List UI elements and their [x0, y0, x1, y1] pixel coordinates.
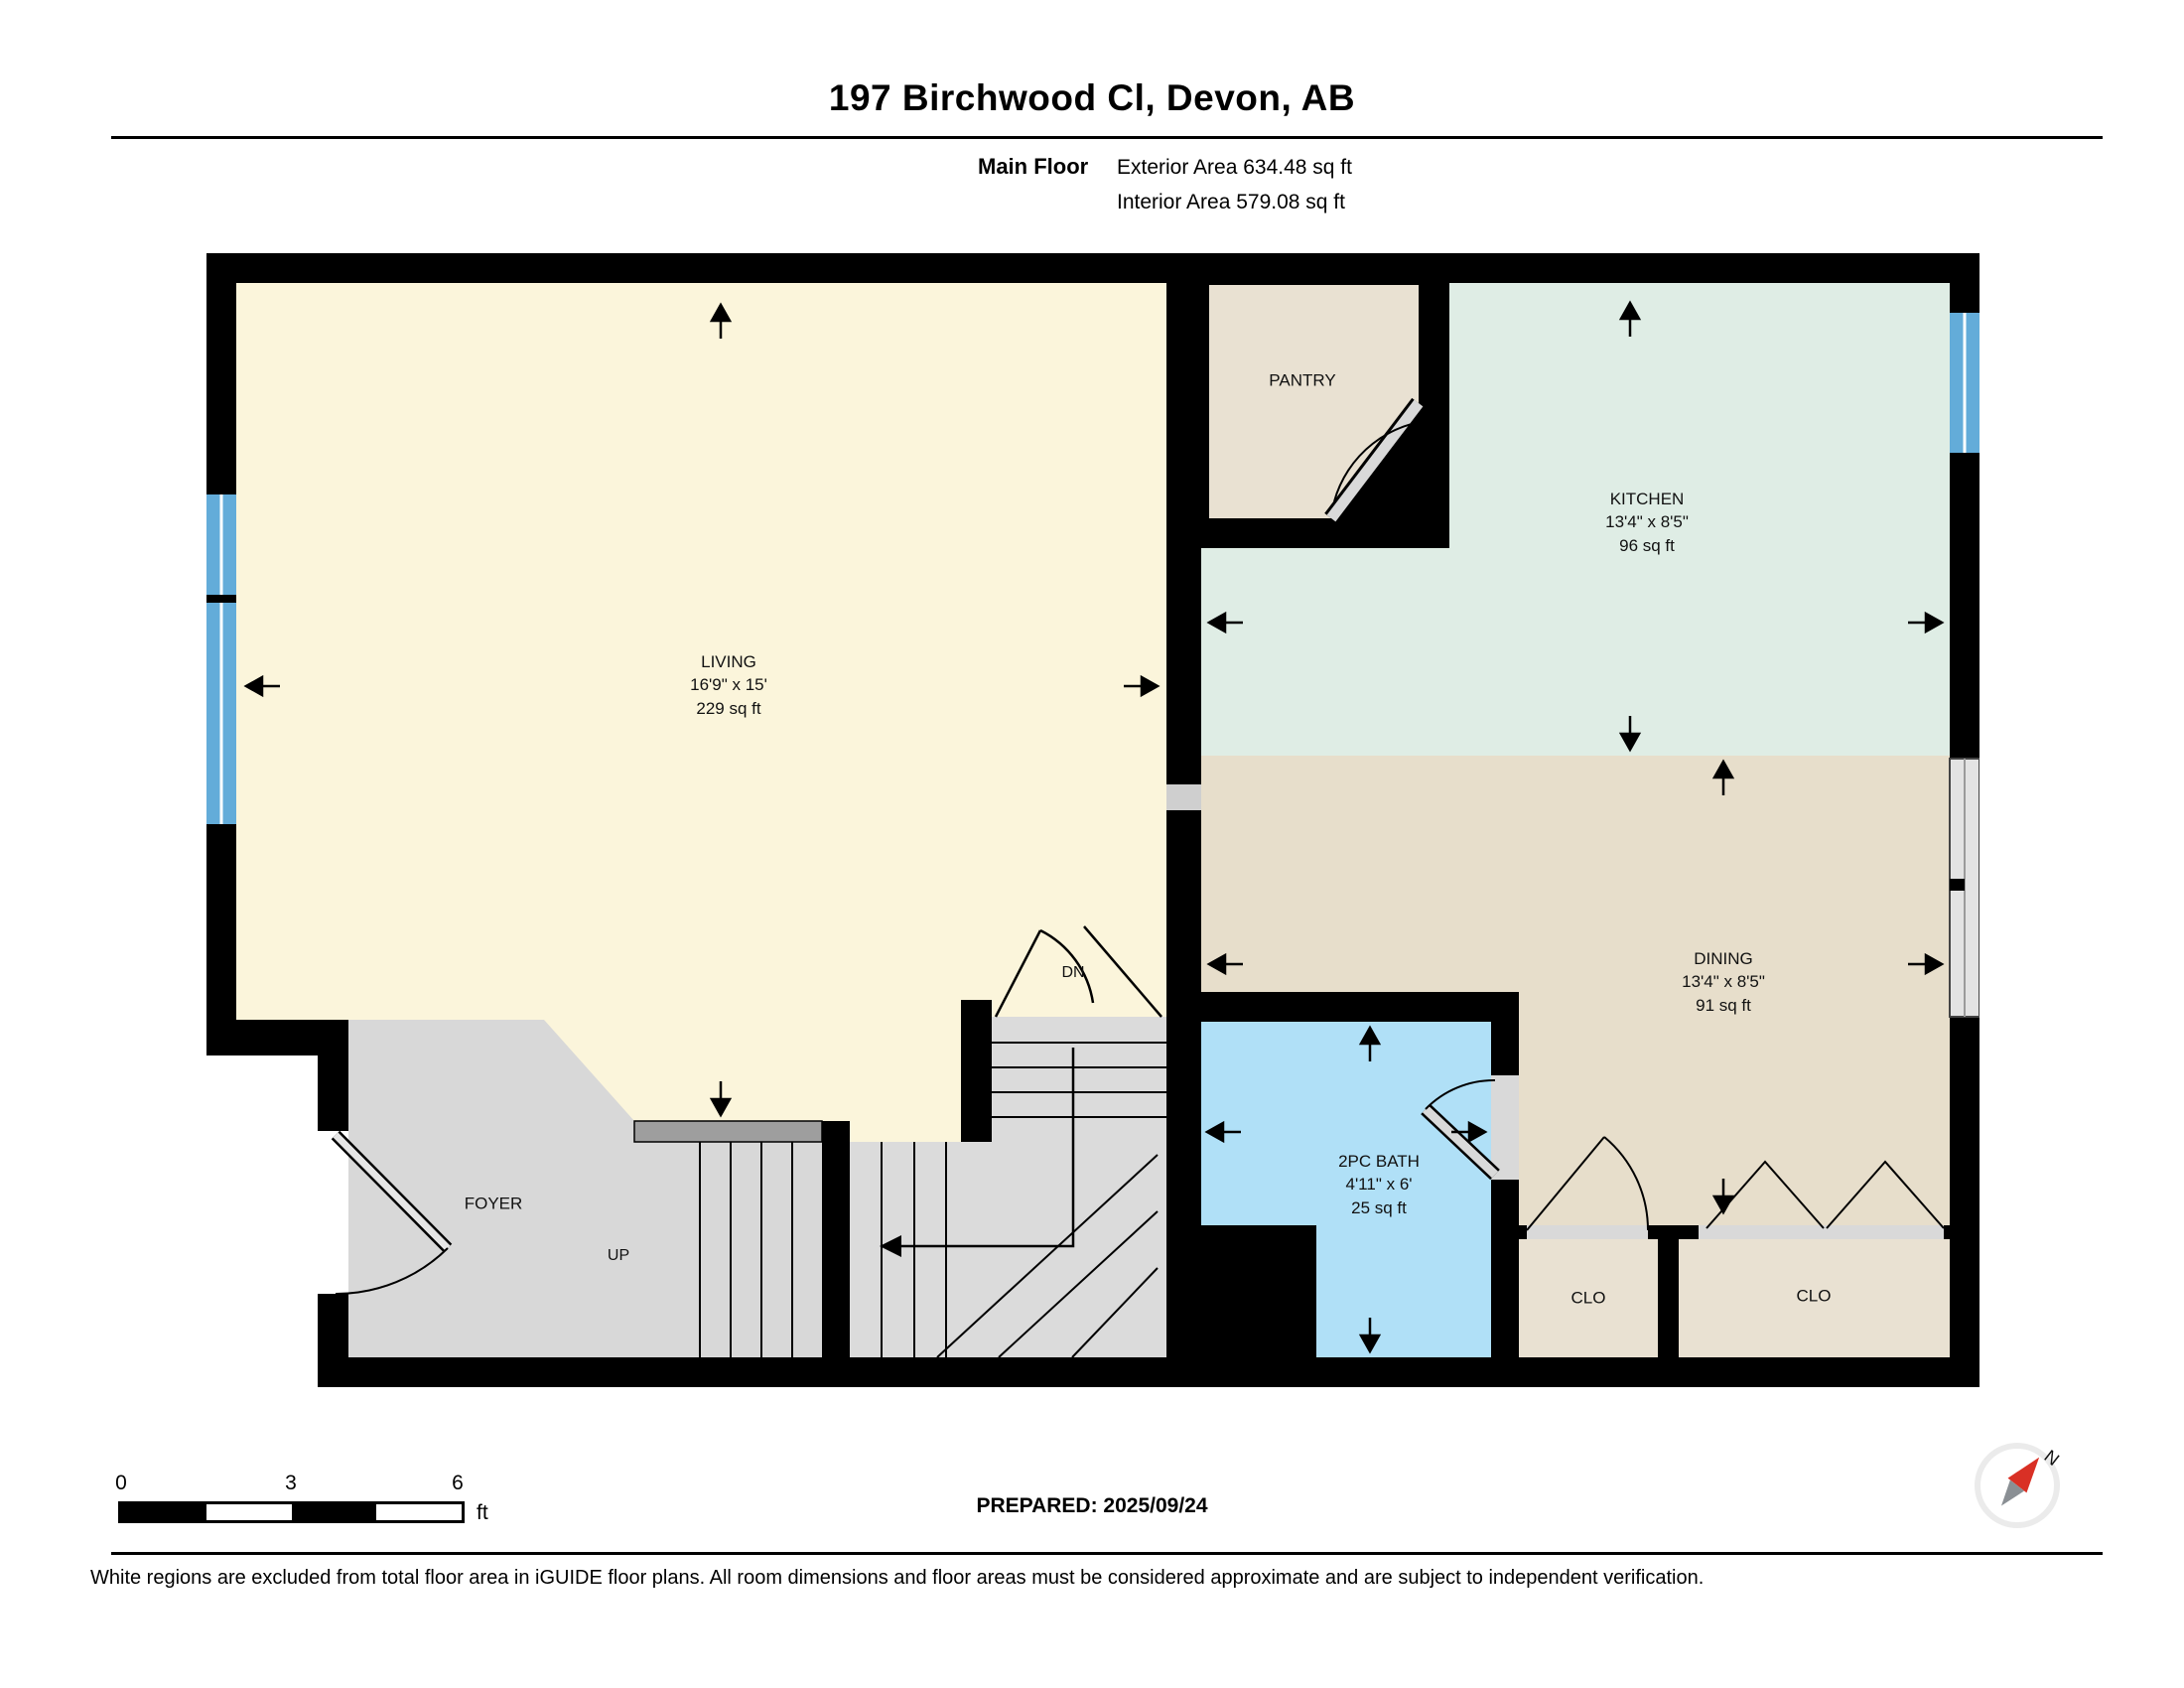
room-dims: 13'4" x 8'5" — [1605, 512, 1689, 532]
interior-area-text: Interior Area 579.08 sq ft — [1117, 191, 1345, 213]
stair-divider-wall — [822, 1121, 850, 1387]
bath-floor — [1201, 1022, 1491, 1357]
exterior-area-text: Exterior Area 634.48 sq ft — [1117, 156, 1352, 179]
pantry-door — [1324, 397, 1438, 524]
header-rule — [111, 136, 2103, 139]
dn-door-swing — [994, 925, 1162, 1018]
floor-label: Main Floor — [978, 154, 1089, 179]
scale-bar: 0 3 6 ft — [111, 1472, 548, 1531]
room-name: 2PC BATH — [1338, 1151, 1420, 1171]
bath-label: 2PC BATH 4'11" x 6' 25 sq ft — [1338, 1150, 1420, 1219]
floor-plan: LIVING 16'9" x 15' 229 sq ft KITCHEN 13'… — [206, 253, 1979, 1387]
kitchen-floor-upper — [1449, 283, 1950, 548]
living-room-label: LIVING 16'9" x 15' 229 sq ft — [690, 650, 767, 720]
closet-right-floor — [1679, 1239, 1950, 1357]
bath-door — [1421, 1075, 1519, 1181]
room-dims: 4'11" x 6' — [1345, 1175, 1413, 1195]
bath-left-arrow — [1204, 1120, 1241, 1144]
kitchen-window — [1950, 313, 1979, 453]
dining-left-arrow — [1206, 952, 1243, 976]
stair-landing-edge — [633, 1120, 823, 1143]
footer-rule — [111, 1552, 2103, 1555]
scale-tick-6: 6 — [452, 1472, 464, 1494]
bath-top-arrow — [1358, 1025, 1382, 1061]
dimension-arrows — [243, 300, 1945, 1354]
living-room-floor — [236, 283, 1166, 1020]
living-right-arrow — [1124, 674, 1160, 698]
stairs-up-label: UP — [607, 1247, 630, 1264]
page-title: 197 Birchwood Cl, Devon, AB — [828, 77, 1356, 118]
kitchen-top-arrow — [1618, 300, 1642, 337]
dining-right-arrow — [1908, 952, 1945, 976]
closet-right-label: CLO — [1796, 1286, 1832, 1306]
foyer-floor — [348, 1020, 822, 1357]
winder-stairs-floor — [850, 1142, 1166, 1357]
kitchen-label: KITCHEN 13'4" x 8'5" 96 sq ft — [1605, 488, 1689, 557]
foyer-entry-door — [318, 1130, 453, 1296]
closet-left-opening — [1527, 1225, 1648, 1239]
kitchen-left-arrow — [1206, 611, 1243, 634]
floor-plan-svg — [206, 253, 1979, 1387]
closet-right-opening — [1699, 1225, 1944, 1239]
scale-bar-graphic — [118, 1501, 465, 1523]
dining-bottom-arrow — [1711, 1179, 1735, 1215]
bath-right-arrow — [1451, 1120, 1488, 1144]
room-area: 96 sq ft — [1619, 535, 1675, 555]
room-dims: 13'4" x 8'5" — [1682, 972, 1765, 992]
room-area: 229 sq ft — [696, 698, 761, 718]
dn-stair-wall — [961, 1000, 992, 1142]
stairs-direction-arrow — [880, 1048, 1075, 1257]
room-name: LIVING — [701, 651, 756, 671]
dining-room-label: DINING 13'4" x 8'5" 91 sq ft — [1682, 947, 1765, 1017]
room-area: 91 sq ft — [1696, 995, 1751, 1015]
compass-icon — [1975, 1443, 2060, 1528]
foyer-label: FOYER — [464, 1194, 523, 1213]
room-name: KITCHEN — [1609, 489, 1685, 508]
kitchen-right-arrow — [1908, 611, 1945, 634]
kitchen-floor-lower — [1201, 548, 1950, 756]
room-area: 25 sq ft — [1351, 1197, 1407, 1217]
room-dims: 16'9" x 15' — [690, 675, 767, 695]
living-top-arrow — [709, 302, 733, 339]
bath-top-wall — [1170, 992, 1519, 1022]
pantry-label: PANTRY — [1269, 370, 1336, 390]
closet-left-door-swing — [1526, 1136, 1650, 1231]
kitchen-bottom-arrow — [1618, 716, 1642, 753]
wall-opening-marker — [1166, 784, 1201, 810]
plan-notch — [206, 1055, 318, 1387]
bath-bottom-arrow — [1358, 1318, 1382, 1354]
living-window — [206, 494, 236, 824]
dn-stairs-floor — [992, 1017, 1166, 1142]
disclaimer-text: White regions are excluded from total fl… — [90, 1567, 1705, 1589]
closet-left-label: CLO — [1570, 1288, 1606, 1308]
living-left-arrow — [243, 674, 280, 698]
scale-tick-3: 3 — [285, 1472, 297, 1494]
closet-left-floor — [1519, 1239, 1658, 1357]
dn-stairs-treads — [992, 1042, 1166, 1118]
up-stairs-treads — [699, 1142, 793, 1357]
room-name: DINING — [1694, 948, 1753, 968]
dining-sliding-door — [1949, 758, 1979, 1018]
winder-stairs-treads — [881, 1142, 1159, 1358]
scale-tick-0: 0 — [115, 1472, 127, 1494]
dining-top-arrow — [1711, 759, 1735, 795]
prepared-date: PREPARED: 2025/09/24 — [976, 1494, 1208, 1517]
scale-unit-label: ft — [477, 1501, 488, 1524]
living-bottom-arrow — [709, 1081, 733, 1118]
stairs-down-label: DN — [1061, 964, 1085, 981]
